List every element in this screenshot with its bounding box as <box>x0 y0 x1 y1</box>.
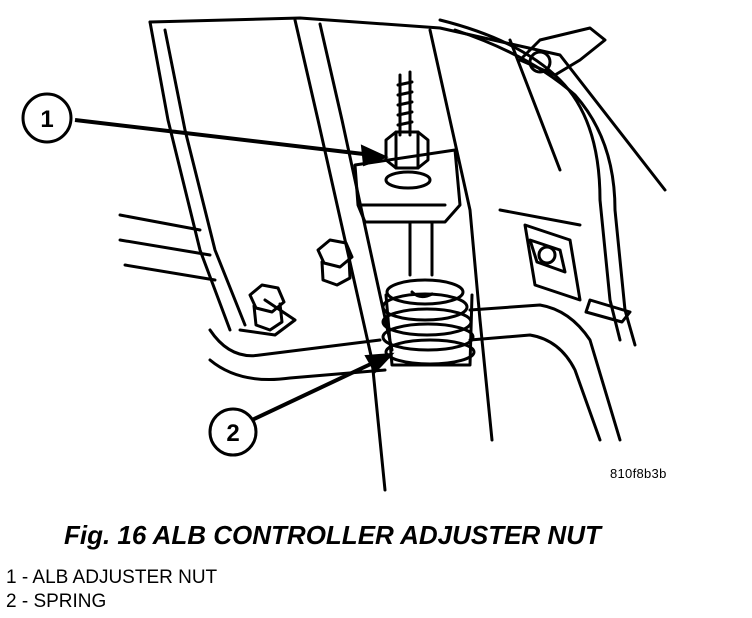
callout-1: 1 <box>21 92 73 144</box>
image-code: 810f8b3b <box>610 466 667 481</box>
adjuster-nut <box>384 130 432 190</box>
crossmember <box>118 213 622 442</box>
bracket <box>498 208 582 302</box>
callout-2-number: 2 <box>226 420 239 447</box>
threaded-rod <box>396 70 414 137</box>
alb-controller-diagram: 1 2 <box>21 16 667 492</box>
legend: 1 - ALB ADJUSTER NUT 2 - SPRING <box>6 566 217 614</box>
leader-line-2 <box>251 352 395 422</box>
callout-2: 2 <box>208 407 258 457</box>
legend-item-2: 2 - SPRING <box>6 591 107 612</box>
callout-1-number: 1 <box>40 106 53 133</box>
legend-item-1: 1 - ALB ADJUSTER NUT <box>6 567 218 588</box>
alb-bracket-plate <box>353 148 462 224</box>
brake-line <box>438 18 637 347</box>
leader-line-1 <box>74 118 389 167</box>
bolt-middle <box>316 238 354 287</box>
figure-title: Fig. 16 ALB CONTROLLER ADJUSTER NUT <box>64 520 601 550</box>
bolt-left <box>248 283 286 332</box>
control-rod <box>408 220 434 277</box>
spring-boot <box>381 278 476 367</box>
